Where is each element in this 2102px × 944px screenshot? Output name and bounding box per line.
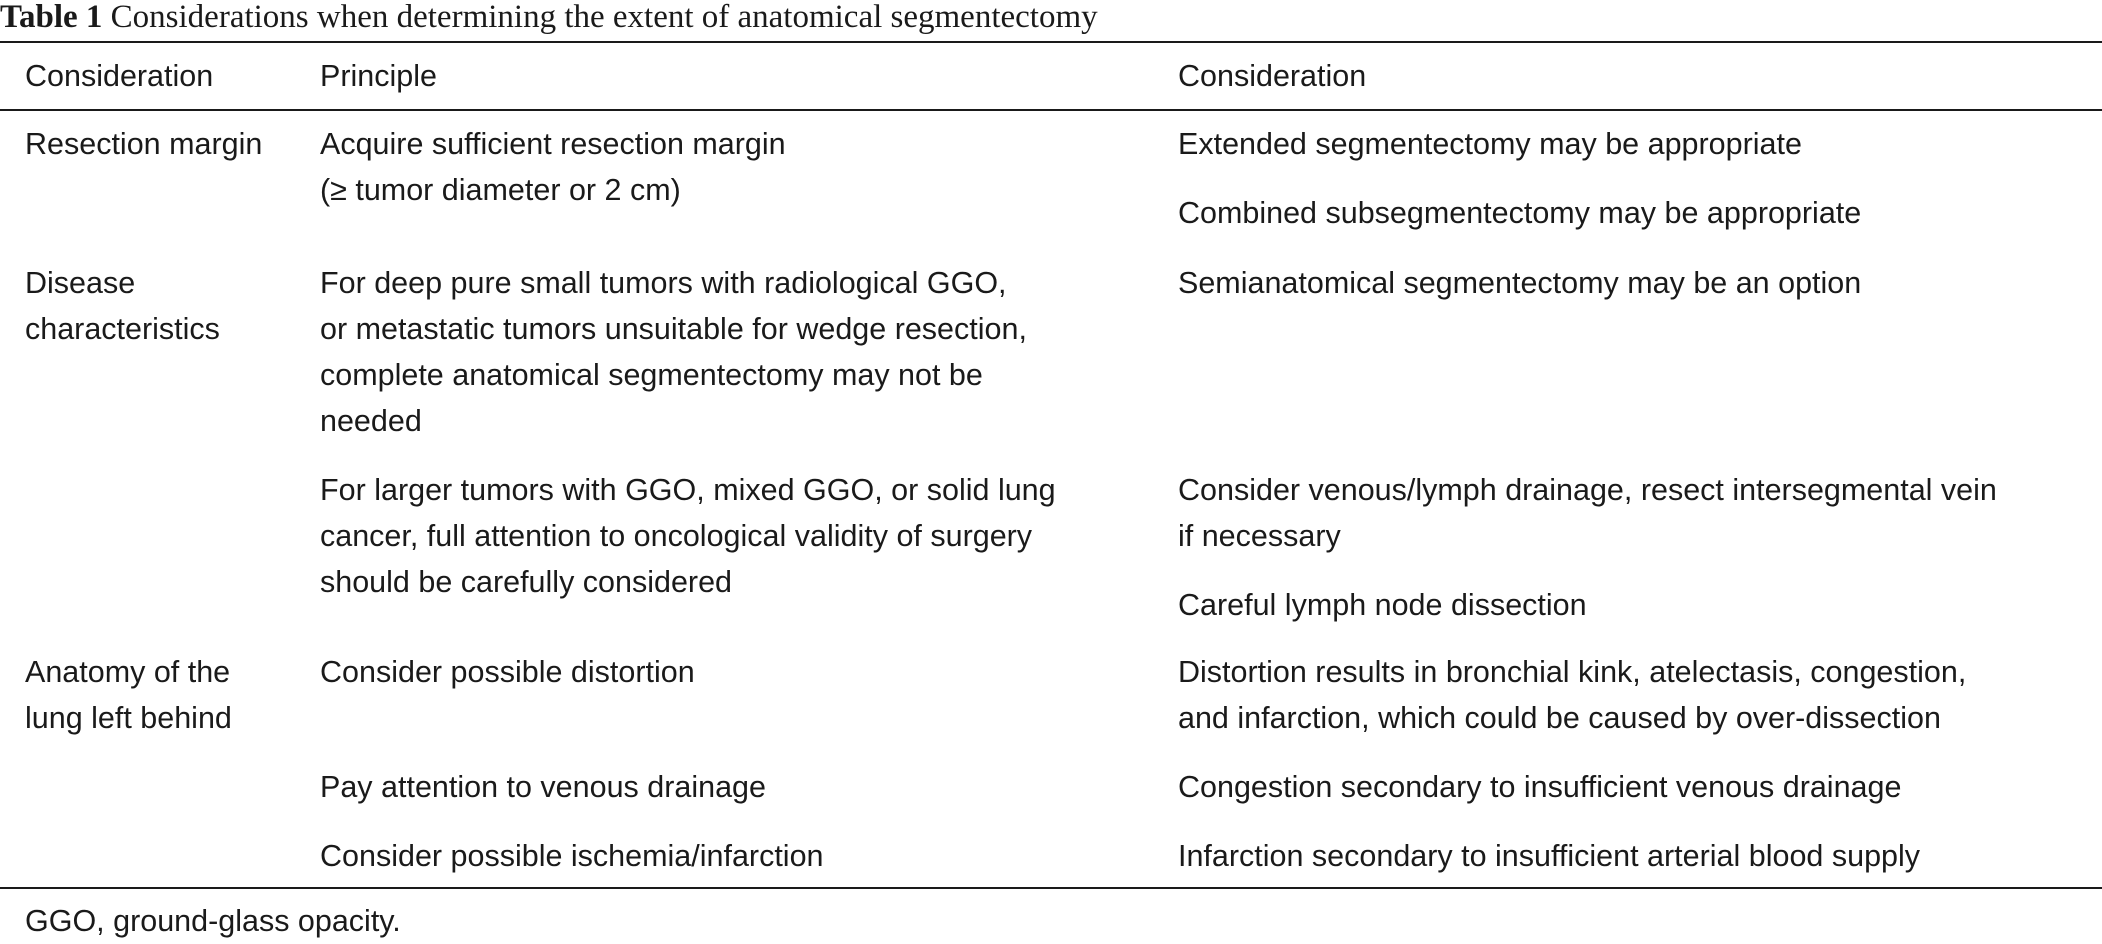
- row-2-consideration-line-2: characteristics: [25, 312, 220, 346]
- header-rule: [0, 109, 2102, 111]
- row-6-outcome-1: Infarction secondary to insufficient art…: [1178, 839, 1921, 873]
- bottom-rule: [0, 887, 2102, 889]
- row-1-outcome-2: Combined subsegmentectomy may be appropr…: [1178, 196, 1862, 230]
- row-3-principle-line-2: cancer, full attention to oncological va…: [320, 519, 1033, 553]
- row-2-consideration-line-1: Disease: [25, 266, 136, 300]
- row-1-principle-line-1: Acquire sufficient resection margin: [320, 127, 786, 161]
- row-4-principle: Consider possible distortion: [320, 655, 695, 689]
- table-footnote: GGO, ground-glass opacity.: [25, 904, 401, 938]
- table-caption: Table 1 Considerations when determining …: [0, 0, 1098, 40]
- row-2-principle-line-3: complete anatomical segmentectomy may no…: [320, 358, 983, 392]
- row-4-consideration-line-2: lung left behind: [25, 701, 232, 735]
- row-1-outcome-1: Extended segmentectomy may be appropriat…: [1178, 127, 1802, 161]
- row-4-outcome-1-line-1: Distortion results in bronchial kink, at…: [1178, 655, 1967, 689]
- row-2-principle-line-1: For deep pure small tumors with radiolog…: [320, 266, 1007, 300]
- row-2-outcome-1: Semianatomical segmentectomy may be an o…: [1178, 266, 1862, 300]
- row-6-principle: Consider possible ischemia/infarction: [320, 839, 824, 873]
- row-3-outcome-1-line-1: Consider venous/lymph drainage, resect i…: [1178, 473, 1997, 507]
- row-1-principle-line-2: (≥ tumor diameter or 2 cm): [320, 173, 681, 207]
- row-2-principle-line-2: or metastatic tumors unsuitable for wedg…: [320, 312, 1027, 346]
- row-4-outcome-1-line-2: and infarction, which could be caused by…: [1178, 701, 1941, 735]
- table-title: Considerations when determining the exte…: [110, 0, 1098, 35]
- row-3-outcome-2: Careful lymph node dissection: [1178, 588, 1587, 622]
- row-3-principle-line-1: For larger tumors with GGO, mixed GGO, o…: [320, 473, 1056, 507]
- row-1-consideration: Resection margin: [25, 127, 263, 161]
- row-5-principle: Pay attention to venous drainage: [320, 770, 766, 804]
- row-3-outcome-1-line-2: if necessary: [1178, 519, 1341, 553]
- header-principle: Principle: [320, 59, 437, 93]
- header-consideration: Consideration: [25, 59, 214, 93]
- row-3-principle-line-3: should be carefully considered: [320, 565, 733, 599]
- table-label: Table 1: [0, 0, 103, 35]
- row-5-outcome-1: Congestion secondary to insufficient ven…: [1178, 770, 1902, 804]
- row-2-principle-line-4: needed: [320, 404, 422, 438]
- header-consideration-outcome: Consideration: [1178, 59, 1367, 93]
- row-4-consideration-line-1: Anatomy of the: [25, 655, 231, 689]
- top-rule: [0, 41, 2102, 43]
